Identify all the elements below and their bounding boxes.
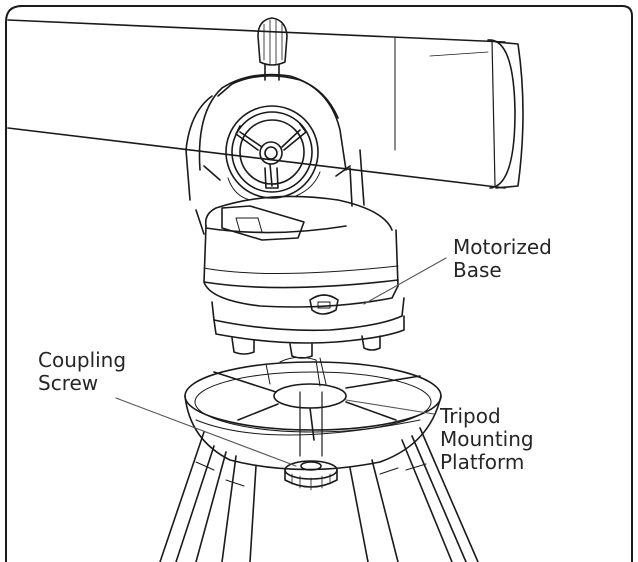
tripod-platform — [184, 356, 442, 471]
motorized-base-housing — [203, 195, 405, 359]
leader-motorized-base — [363, 257, 447, 305]
label-motorized-base-line2: Base — [453, 258, 502, 282]
leader-lines — [115, 257, 447, 467]
label-tripod-platform: Tripod Mounting Platform — [440, 405, 534, 474]
label-coupling-screw-line2: Screw — [38, 371, 99, 395]
label-tripod-platform-line1: Tripod — [440, 404, 501, 428]
label-coupling-screw-line1: Coupling — [38, 348, 127, 372]
leader-tripod-platform — [345, 399, 435, 415]
label-tripod-platform-line3: Platform — [440, 450, 525, 474]
label-motorized-base-line1: Motorized — [453, 235, 552, 259]
label-tripod-platform-line2: Mounting — [440, 427, 534, 451]
telescope-tube — [7, 19, 524, 189]
leader-coupling-screw — [115, 397, 297, 467]
fork-arm — [185, 73, 365, 235]
diagram-frame — [5, 5, 633, 562]
label-motorized-base: Motorized Base — [453, 236, 552, 282]
label-coupling-screw: Coupling Screw — [38, 349, 126, 395]
coupling-screw — [284, 391, 338, 491]
tripod-legs — [159, 427, 479, 562]
altitude-knob — [257, 17, 288, 81]
